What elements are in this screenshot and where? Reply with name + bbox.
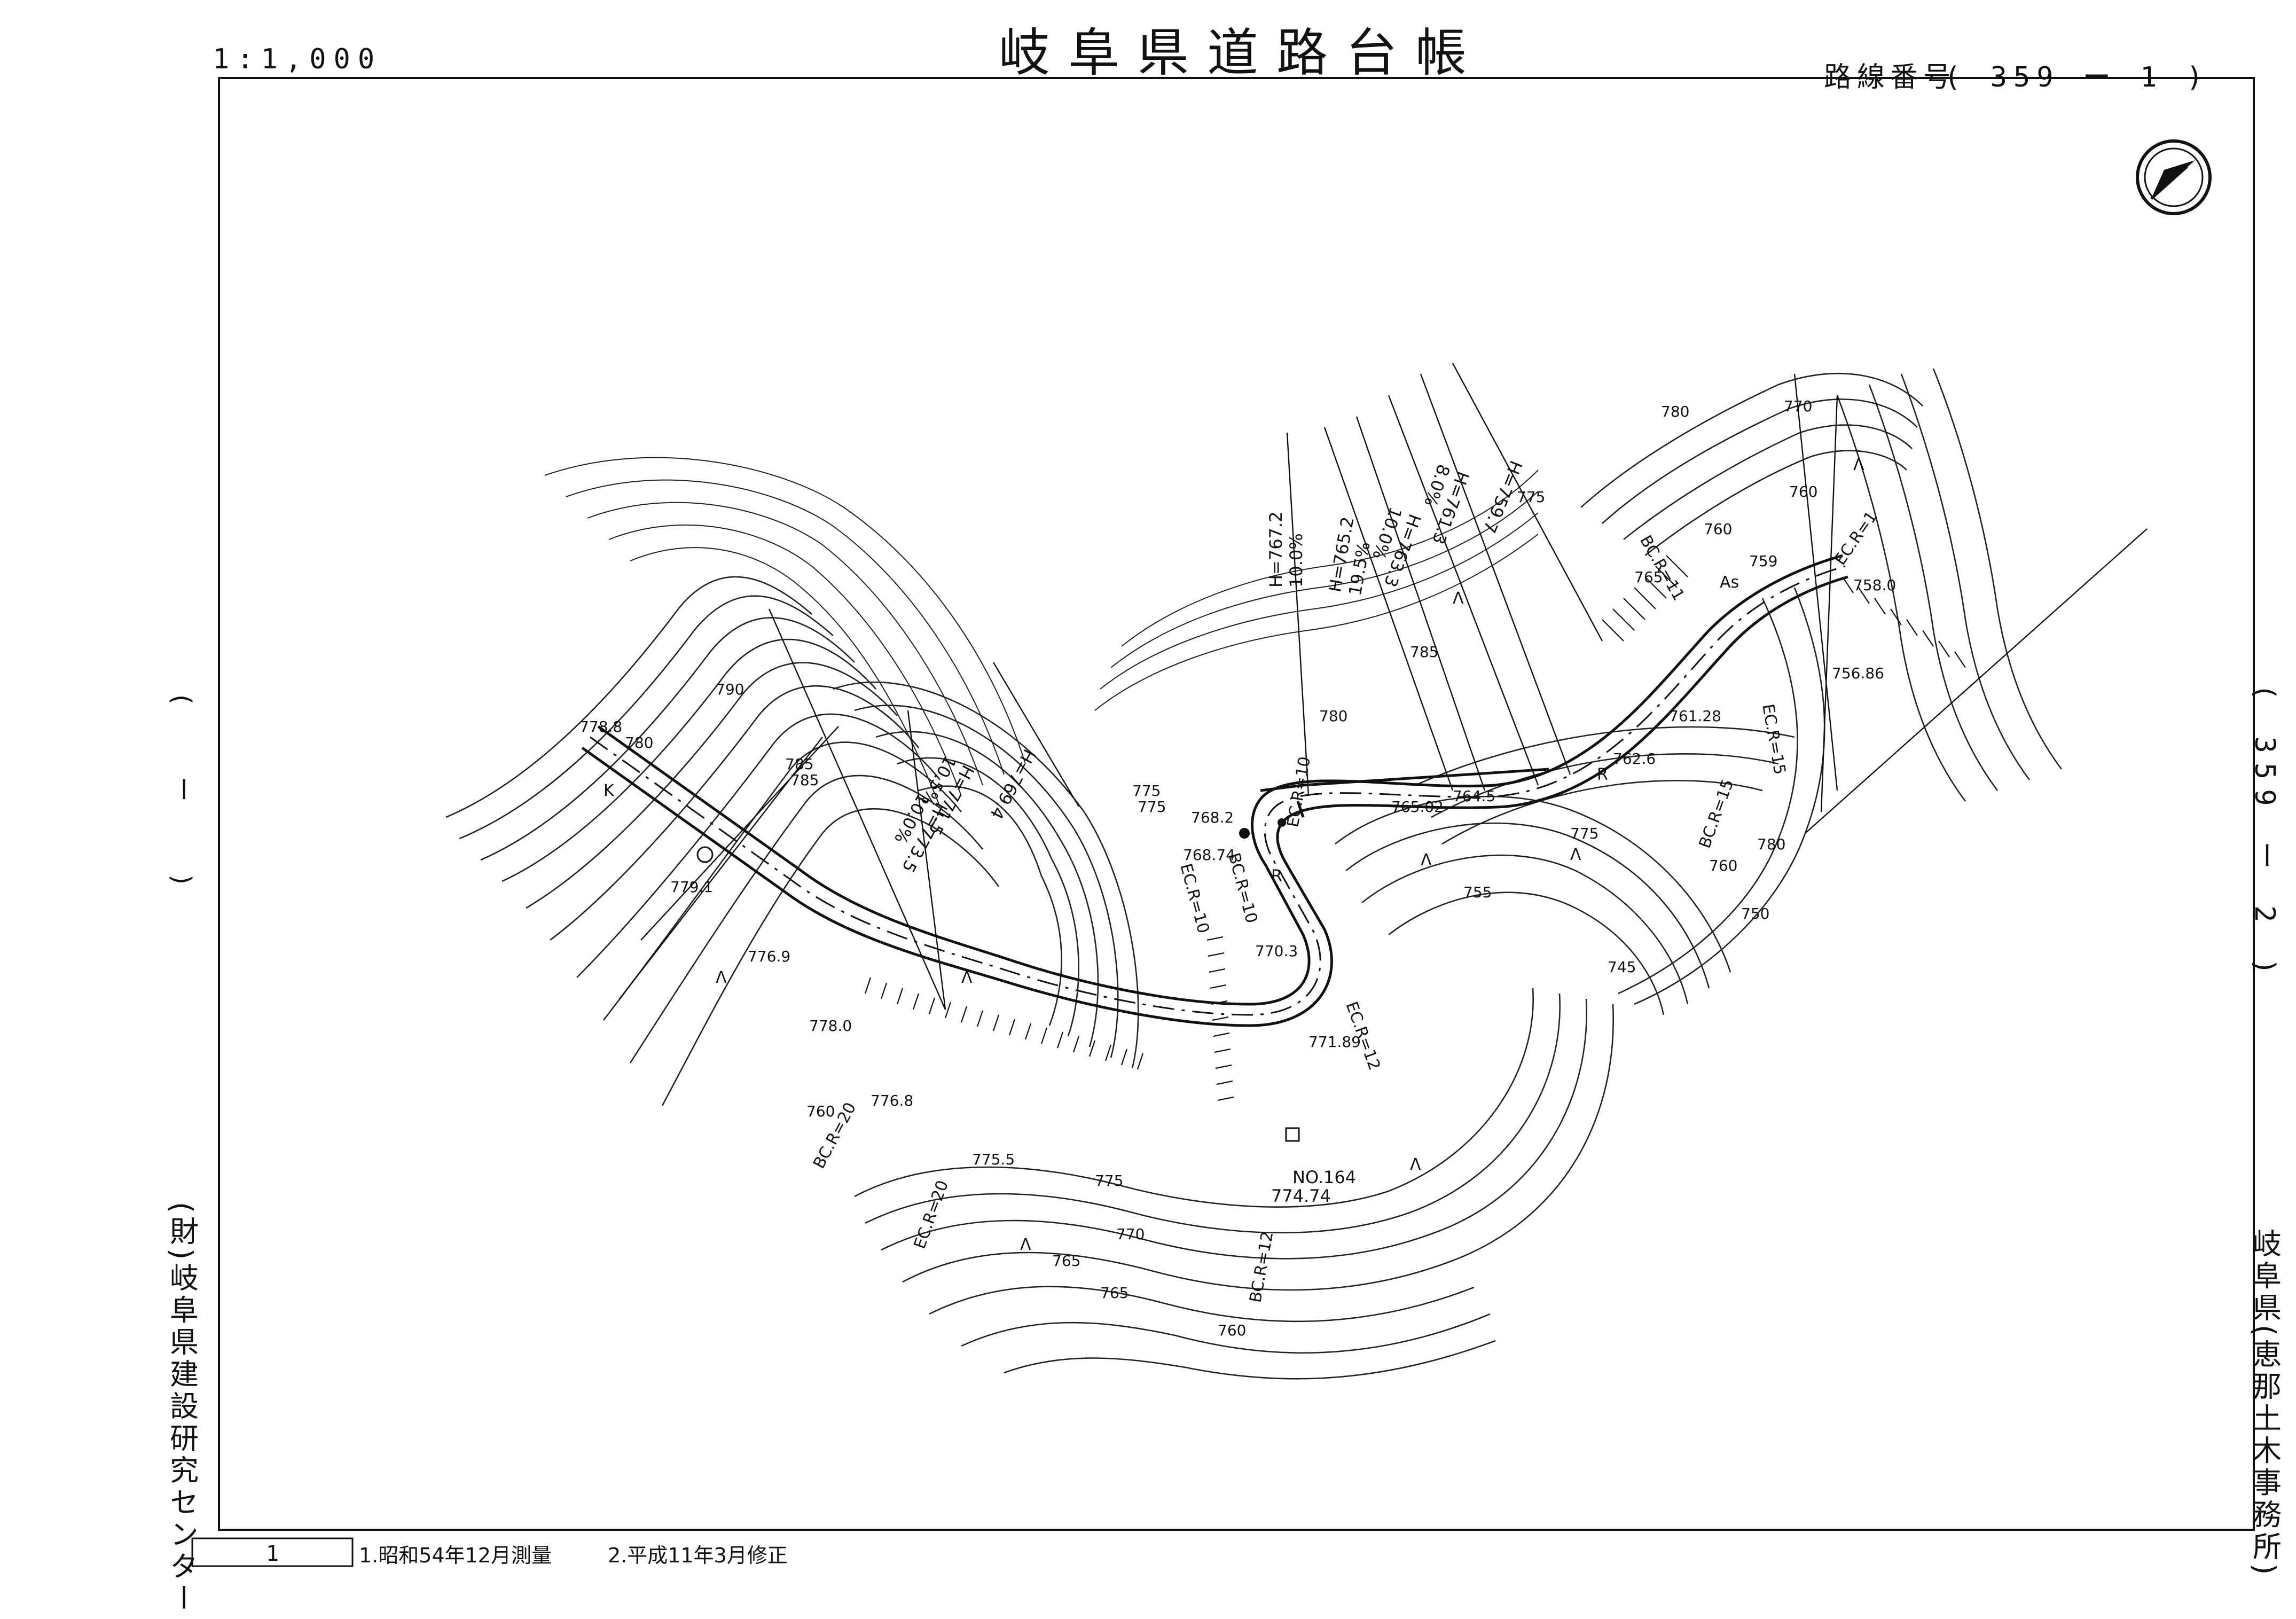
contour-label: 775 <box>1517 488 1545 506</box>
survey-note: 1.昭和54年12月測量 <box>359 1544 552 1567</box>
curve-label: EC.R=15 <box>1758 702 1789 776</box>
spot-height: 768.2 <box>1191 809 1234 826</box>
contour-label: 775 <box>1570 825 1598 842</box>
curve-label: BC.R=10 <box>1224 851 1261 925</box>
adjacent-sheet-label: ( 359 ー 2 ) <box>2248 684 2281 984</box>
spot-height: 756.86 <box>1832 664 1884 682</box>
sheet-title: 岐阜県道路台帳 <box>999 23 1485 83</box>
symbol: Λ <box>1570 846 1581 864</box>
spot-height: 775.5 <box>972 1151 1015 1168</box>
revision-note: 2.平成11年3月修正 <box>608 1544 788 1567</box>
contour-label: 770 <box>1784 397 1812 415</box>
map-symbols: K R R As Λ Λ Λ Λ Λ Λ Λ Λ <box>604 456 1864 1254</box>
road-alignment <box>581 554 1848 1027</box>
contour-labels: 790 785 780 780 775 775 770 765 760 760 … <box>625 397 1817 1339</box>
symbol: Λ <box>1853 456 1864 474</box>
contour-label: 780 <box>1757 835 1785 853</box>
retaining-walls <box>864 555 1966 1101</box>
sheet-number-box <box>191 1537 354 1567</box>
contour-label: 765 <box>1100 1284 1129 1302</box>
symbol: Λ <box>1020 1235 1031 1254</box>
spot-height: 759 <box>1749 552 1777 570</box>
spot-heights: 778.8 779.1 776.9 778.0 776.8 775.5 774.… <box>579 552 1896 1206</box>
contour-lines <box>445 368 2063 1380</box>
contour-label: 760 <box>806 1102 835 1120</box>
contour-label: 775 <box>1138 798 1166 816</box>
contour-label: 750 <box>1741 905 1769 922</box>
publisher-label: (財)岐阜県建設研究センター <box>165 1202 199 1615</box>
spot-height: 778.0 <box>809 1017 852 1035</box>
spot-height: 774.74 <box>1271 1186 1331 1206</box>
symbol: Λ <box>1421 851 1432 870</box>
contour-label: 780 <box>1661 403 1689 420</box>
symbol: Λ <box>1453 589 1464 608</box>
grade-callout: H=765.2 19.5% <box>1325 515 1374 597</box>
symbol: Λ <box>961 968 973 987</box>
sheet-number: 1 <box>266 1542 279 1566</box>
contour-label: 760 <box>1709 857 1737 874</box>
svg-text:10.0%: 10.0% <box>1286 533 1306 588</box>
symbol: K <box>604 781 615 800</box>
contour-label: 785 <box>785 755 813 773</box>
spot-height: 761.28 <box>1669 707 1721 725</box>
symbol: Λ <box>1410 1155 1421 1174</box>
curve-label: EC.R=20 <box>911 1178 953 1252</box>
spot-height: 776.9 <box>748 948 790 965</box>
office-label: 岐阜県(恵那土木事務所) <box>2248 1229 2282 1578</box>
symbol: As <box>1720 573 1739 592</box>
spot-height: 765.02 <box>1391 798 1444 816</box>
spot-height: 762.6 <box>1613 750 1656 768</box>
contour-label: 765 <box>1634 568 1663 586</box>
contour-label: 785 <box>790 771 819 789</box>
contour-label: 780 <box>1319 707 1347 725</box>
contour-label: 790 <box>716 681 744 698</box>
spot-height: 768.74 <box>1183 846 1235 864</box>
curve-label: EC.R=1 <box>1831 508 1881 569</box>
spot-height: 764.5 <box>1453 787 1495 805</box>
contour-label: 760 <box>1789 483 1817 500</box>
station-label: NO.164 <box>1292 1167 1356 1187</box>
contour-label: 760 <box>1704 520 1732 538</box>
contour-label: 775 <box>1095 1172 1123 1190</box>
scale-label: 1:1,000 <box>213 43 382 75</box>
curve-label: EC.R=10 <box>1176 862 1212 935</box>
contour-label: 780 <box>625 734 653 752</box>
curve-label: BC.R=15 <box>1696 777 1738 851</box>
contour-label: 775 <box>1132 782 1161 800</box>
curve-label: EC.R=10 <box>1283 755 1314 829</box>
curve-label: BC.R=12 <box>1246 1230 1277 1304</box>
contour-label: 785 <box>1410 643 1438 661</box>
spot-height: 758.0 <box>1853 576 1896 594</box>
spot-height: 779.1 <box>670 878 713 896</box>
grade-leader-lines <box>619 363 2148 1010</box>
symbol: R <box>1271 867 1282 886</box>
svg-text:H=767.2: H=767.2 <box>1266 512 1286 588</box>
contour-label: 770 <box>1116 1225 1145 1243</box>
contour-label: 755 <box>1463 883 1492 901</box>
contour-label: 760 <box>1218 1321 1246 1339</box>
contour-label: 765 <box>1052 1252 1080 1270</box>
symbol: Λ <box>716 968 727 987</box>
spot-height: 776.8 <box>871 1092 913 1109</box>
map-frame <box>218 77 2255 1531</box>
spot-height: 770.3 <box>1255 942 1298 960</box>
contour-label: 745 <box>1608 958 1636 976</box>
spot-height: 771.89 <box>1308 1033 1361 1051</box>
grade-callout: H=767.2 10.0% <box>1266 512 1306 588</box>
survey-markers <box>640 726 1300 1142</box>
spot-height: 778.8 <box>579 718 622 736</box>
bracket-index-left: ( ー ) <box>167 694 197 917</box>
north-arrow-icon <box>2136 139 2212 215</box>
symbol: R <box>1597 765 1608 784</box>
